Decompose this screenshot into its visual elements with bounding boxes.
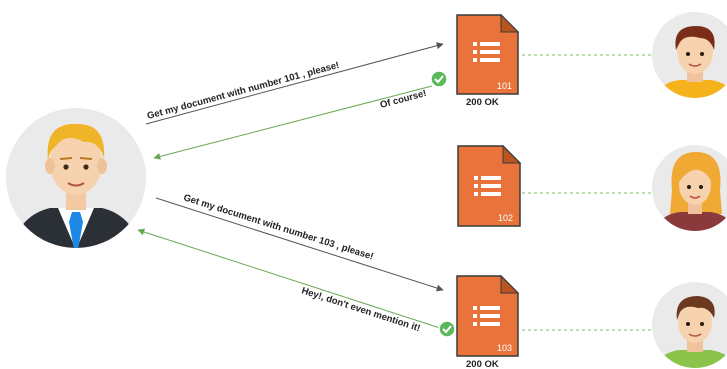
response-arrow-101 <box>153 85 433 160</box>
status-label-101: 200 OK <box>466 97 499 108</box>
document-103: 103 <box>456 274 520 357</box>
list-icon <box>473 42 500 62</box>
response-label-103: Hey!, don't even mention it! <box>300 285 422 334</box>
response-label-101: Of course! <box>379 88 428 111</box>
request-arrow-103 <box>155 197 444 292</box>
request-arrow-101 <box>145 42 444 125</box>
document-number: 101 <box>497 81 512 91</box>
request-label-101: Get my document with number 101 , please… <box>146 60 341 122</box>
response-arrow-103 <box>137 228 441 329</box>
businessman-avatar-icon <box>6 108 146 248</box>
document-101: 101 <box>456 13 520 95</box>
document-102: 102 <box>457 144 522 227</box>
man-avatar-icon <box>652 12 727 98</box>
list-icon <box>474 176 501 196</box>
document-number: 102 <box>498 213 513 223</box>
list-icon <box>473 306 500 326</box>
request-label-103: Get my document with number 103 , please… <box>182 192 375 262</box>
man-avatar-icon <box>652 282 727 368</box>
check-badge-icon <box>438 320 456 338</box>
status-label-103: 200 OK <box>466 359 499 369</box>
check-badge-icon <box>430 70 448 88</box>
document-number: 103 <box>497 343 512 353</box>
woman-avatar-icon <box>652 145 727 231</box>
